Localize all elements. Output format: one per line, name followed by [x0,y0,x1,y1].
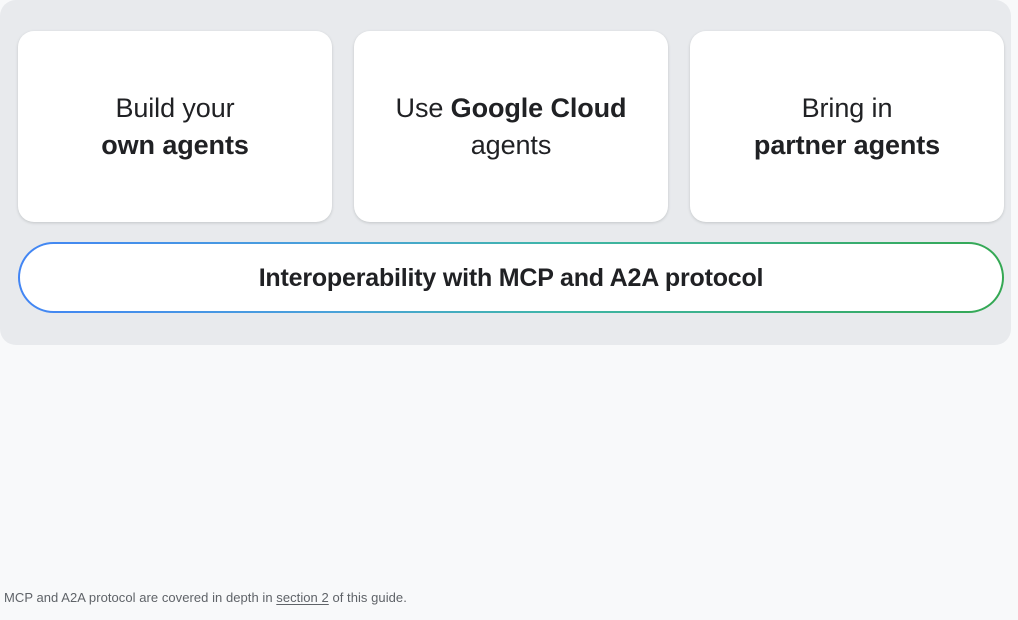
card-2-line-1: Use Google Cloud [396,90,627,127]
card-build-your-own-agents[interactable]: Build your own agents [18,31,332,222]
interoperability-pill-gradient-border: Interoperability with MCP and A2A protoc… [18,242,1004,313]
interoperability-pill[interactable]: Interoperability with MCP and A2A protoc… [20,244,1002,311]
card-bring-in-partner-agents[interactable]: Bring in partner agents [690,31,1004,222]
section-2-link[interactable]: section 2 [276,590,329,605]
caption-suffix: of this guide. [328,590,407,605]
card-build-your-own-agents-text: Build your own agents [101,90,249,164]
interoperability-pill-label: Interoperability with MCP and A2A protoc… [258,263,764,292]
card-bring-in-partner-agents-text: Bring in partner agents [754,90,940,164]
card-1-line-1: Build your [115,92,235,123]
caption-prefix: MCP and A2A protocol are covered in dept… [4,590,277,605]
footnote-caption: MCP and A2A protocol are covered in dept… [4,589,407,607]
card-2-line-1-regular: Use [395,92,451,123]
card-use-google-cloud-agents[interactable]: Use Google Cloud agents [354,31,668,222]
card-3-line-2: partner agents [753,129,941,160]
card-2-line-1-bold: Google Cloud [450,92,627,123]
agents-overview-panel: Build your own agents Use Google Cloud a… [0,0,1011,345]
card-use-google-cloud-agents-text: Use Google Cloud agents [396,90,627,164]
agent-card-row: Build your own agents Use Google Cloud a… [18,31,1004,222]
card-2-line-2: agents [470,129,552,160]
card-3-line-1: Bring in [801,92,893,123]
card-1-line-2: own agents [101,129,249,160]
